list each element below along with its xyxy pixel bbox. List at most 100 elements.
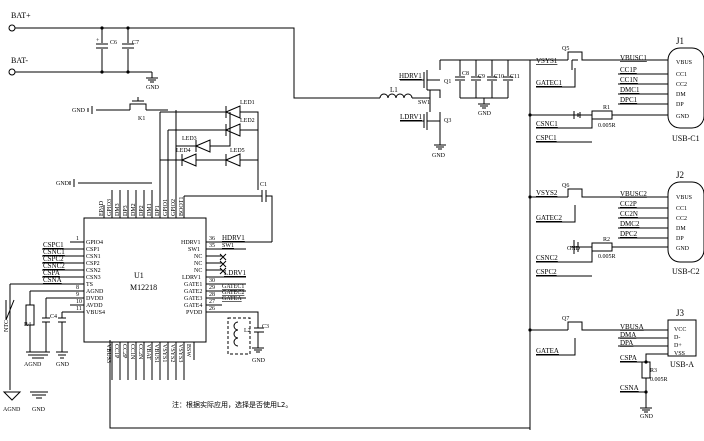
svg-text:GND: GND [252, 358, 266, 364]
svg-text:0.005R: 0.005R [598, 254, 616, 260]
q6-mosfet: Q6 GATEC2 [536, 183, 590, 223]
svg-text:CC1N: CC1N [620, 76, 638, 84]
svg-text:CSPC1: CSPC1 [536, 134, 557, 142]
svg-text:36: 36 [209, 236, 215, 242]
svg-text:DM: DM [676, 226, 686, 232]
u1-right-net-labels: HDRV1 SW1 LDRV1 GATEC1 GATEC2 GATEA [222, 234, 272, 302]
u1-part-name: M12218 [130, 283, 157, 292]
j1-usb-c1-connector: J1 VBUS CC1 CC2 DM DP GND USB-C1 [667, 36, 704, 143]
c6-capacitor: C6 + [96, 28, 117, 72]
svg-text:CC2P: CC2P [121, 344, 127, 359]
svg-text:GND: GND [567, 246, 581, 252]
c7-capacitor: C7 [122, 28, 139, 72]
c1-boot-capacitor: C1 [184, 182, 273, 242]
svg-text:CSN2: CSN2 [86, 268, 101, 274]
u1-left-net-labels: CSPC1 CSNC1 CSPC2 CSNC2 CSPA CSNA [42, 241, 70, 285]
svg-text:CC1N: CC1N [129, 344, 135, 360]
svg-text:CC2N: CC2N [137, 344, 143, 360]
svg-text:GND: GND [676, 114, 690, 120]
svg-text:CSNC2: CSNC2 [536, 254, 558, 262]
svg-text:VBUSA: VBUSA [620, 323, 644, 331]
bat-neg-terminal [8, 68, 16, 76]
gnd-symbol: GND [146, 72, 160, 91]
svg-text:NC: NC [194, 254, 202, 260]
bat-pos-label: BAT+ [11, 11, 31, 20]
svg-text:C7: C7 [132, 40, 139, 46]
l1-inductor: L1 [379, 86, 413, 99]
svg-text:CSNC1: CSNC1 [536, 120, 558, 128]
svg-text:VBUS3: VBUS3 [105, 344, 111, 363]
svg-text:DPA: DPA [620, 339, 633, 347]
svg-text:DMA: DMA [620, 331, 636, 339]
u1-body [83, 217, 207, 343]
svg-text:+: + [96, 38, 100, 44]
svg-text:30: 30 [209, 278, 215, 284]
svg-text:CSNA: CSNA [43, 276, 62, 284]
svg-text:GATEC2: GATEC2 [222, 290, 244, 296]
svg-text:C9: C9 [478, 74, 485, 80]
svg-text:0.005R: 0.005R [650, 377, 668, 383]
svg-text:LED1: LED1 [240, 100, 255, 106]
svg-text:CSN3: CSN3 [86, 275, 101, 281]
svg-text:J2: J2 [676, 170, 684, 180]
u1-ic: U1 M12218 [83, 217, 207, 343]
svg-text:LED5: LED5 [230, 148, 245, 154]
svg-text:GPIO4: GPIO4 [86, 240, 103, 246]
svg-text:EPAD: EPAD [99, 200, 105, 216]
svg-text:CC1P: CC1P [620, 66, 637, 74]
svg-text:VBUSC2: VBUSC2 [620, 190, 647, 198]
svg-text:DM: DM [676, 92, 686, 98]
svg-text:28: 28 [209, 292, 215, 298]
svg-text:DP2: DP2 [139, 205, 145, 216]
svg-text:CSNA: CSNA [620, 384, 639, 392]
svg-text:VSS: VSS [674, 351, 685, 357]
svg-text:GND: GND [32, 407, 46, 413]
svg-text:LED3: LED3 [182, 136, 197, 142]
svg-text:R1: R1 [603, 105, 610, 111]
bottom-rail [109, 340, 530, 429]
svg-text:DVDD: DVDD [86, 296, 104, 302]
svg-text:CC2P: CC2P [620, 200, 637, 208]
battery-terminals: BAT+ BAT- [8, 11, 31, 76]
svg-text:CSN1: CSN1 [86, 254, 101, 260]
top-gnd: GND [56, 179, 152, 187]
svg-text:D+: D+ [674, 343, 682, 349]
svg-text:CSPC1: CSPC1 [43, 241, 64, 249]
svg-text:VCC: VCC [674, 327, 686, 333]
svg-text:GND: GND [478, 111, 492, 117]
svg-text:C1: C1 [260, 182, 267, 188]
svg-text:DP: DP [676, 236, 684, 242]
j3-usb-a-connector: J3 VCC D- D+ VSS USB-A [667, 308, 697, 369]
svg-text:GATEC1: GATEC1 [536, 79, 563, 87]
svg-text:VBAT: VBAT [145, 344, 151, 360]
bat-neg-label: BAT- [11, 56, 28, 65]
svg-text:GATE1: GATE1 [184, 282, 202, 288]
j1-signal-nets [618, 73, 668, 105]
l2-option: L2 C3 GND [206, 311, 269, 364]
svg-text:BSW: BSW [185, 344, 191, 357]
q7-mosfet: Q7 GATEA [536, 316, 590, 356]
svg-text:CSPA: CSPA [43, 269, 60, 277]
svg-text:Q1: Q1 [444, 79, 451, 85]
bat-pos-terminal [8, 24, 16, 32]
svg-text:VBUS: VBUS [676, 195, 692, 201]
j2-usb-c2-connector: J2 VBUS CC1 CC2 DM DP GND USB-C2 [667, 170, 704, 276]
svg-text:D-: D- [674, 335, 680, 341]
ntc-network: NTC R4 C4 AGND GND [4, 283, 70, 390]
svg-text:GPIO3: GPIO3 [107, 199, 113, 216]
svg-text:DM3: DM3 [115, 203, 121, 216]
svg-text:USB-C2: USB-C2 [672, 267, 700, 276]
svg-text:GPIO1: GPIO1 [163, 199, 169, 216]
u1-top-pins: EPAD GPIO3 DM3 DP3 DM2 DP2 DM1 DP1 GPIO1… [99, 110, 185, 218]
led-array: LED1 LED2 LED3 LED4 LED5 [159, 100, 259, 218]
design-note: 注：根据实际应用，选择是否使用L2。 [172, 400, 292, 409]
svg-text:LDRV1: LDRV1 [224, 269, 246, 277]
svg-text:DMC2: DMC2 [620, 220, 640, 228]
svg-text:C4: C4 [50, 314, 57, 320]
svg-text:CC2N: CC2N [620, 210, 638, 218]
svg-text:11: 11 [76, 306, 82, 312]
svg-text:10: 10 [76, 299, 82, 305]
svg-text:NTC: NTC [4, 320, 10, 332]
svg-text:SW1: SW1 [222, 243, 234, 249]
svg-text:LDRV1: LDRV1 [400, 113, 422, 121]
